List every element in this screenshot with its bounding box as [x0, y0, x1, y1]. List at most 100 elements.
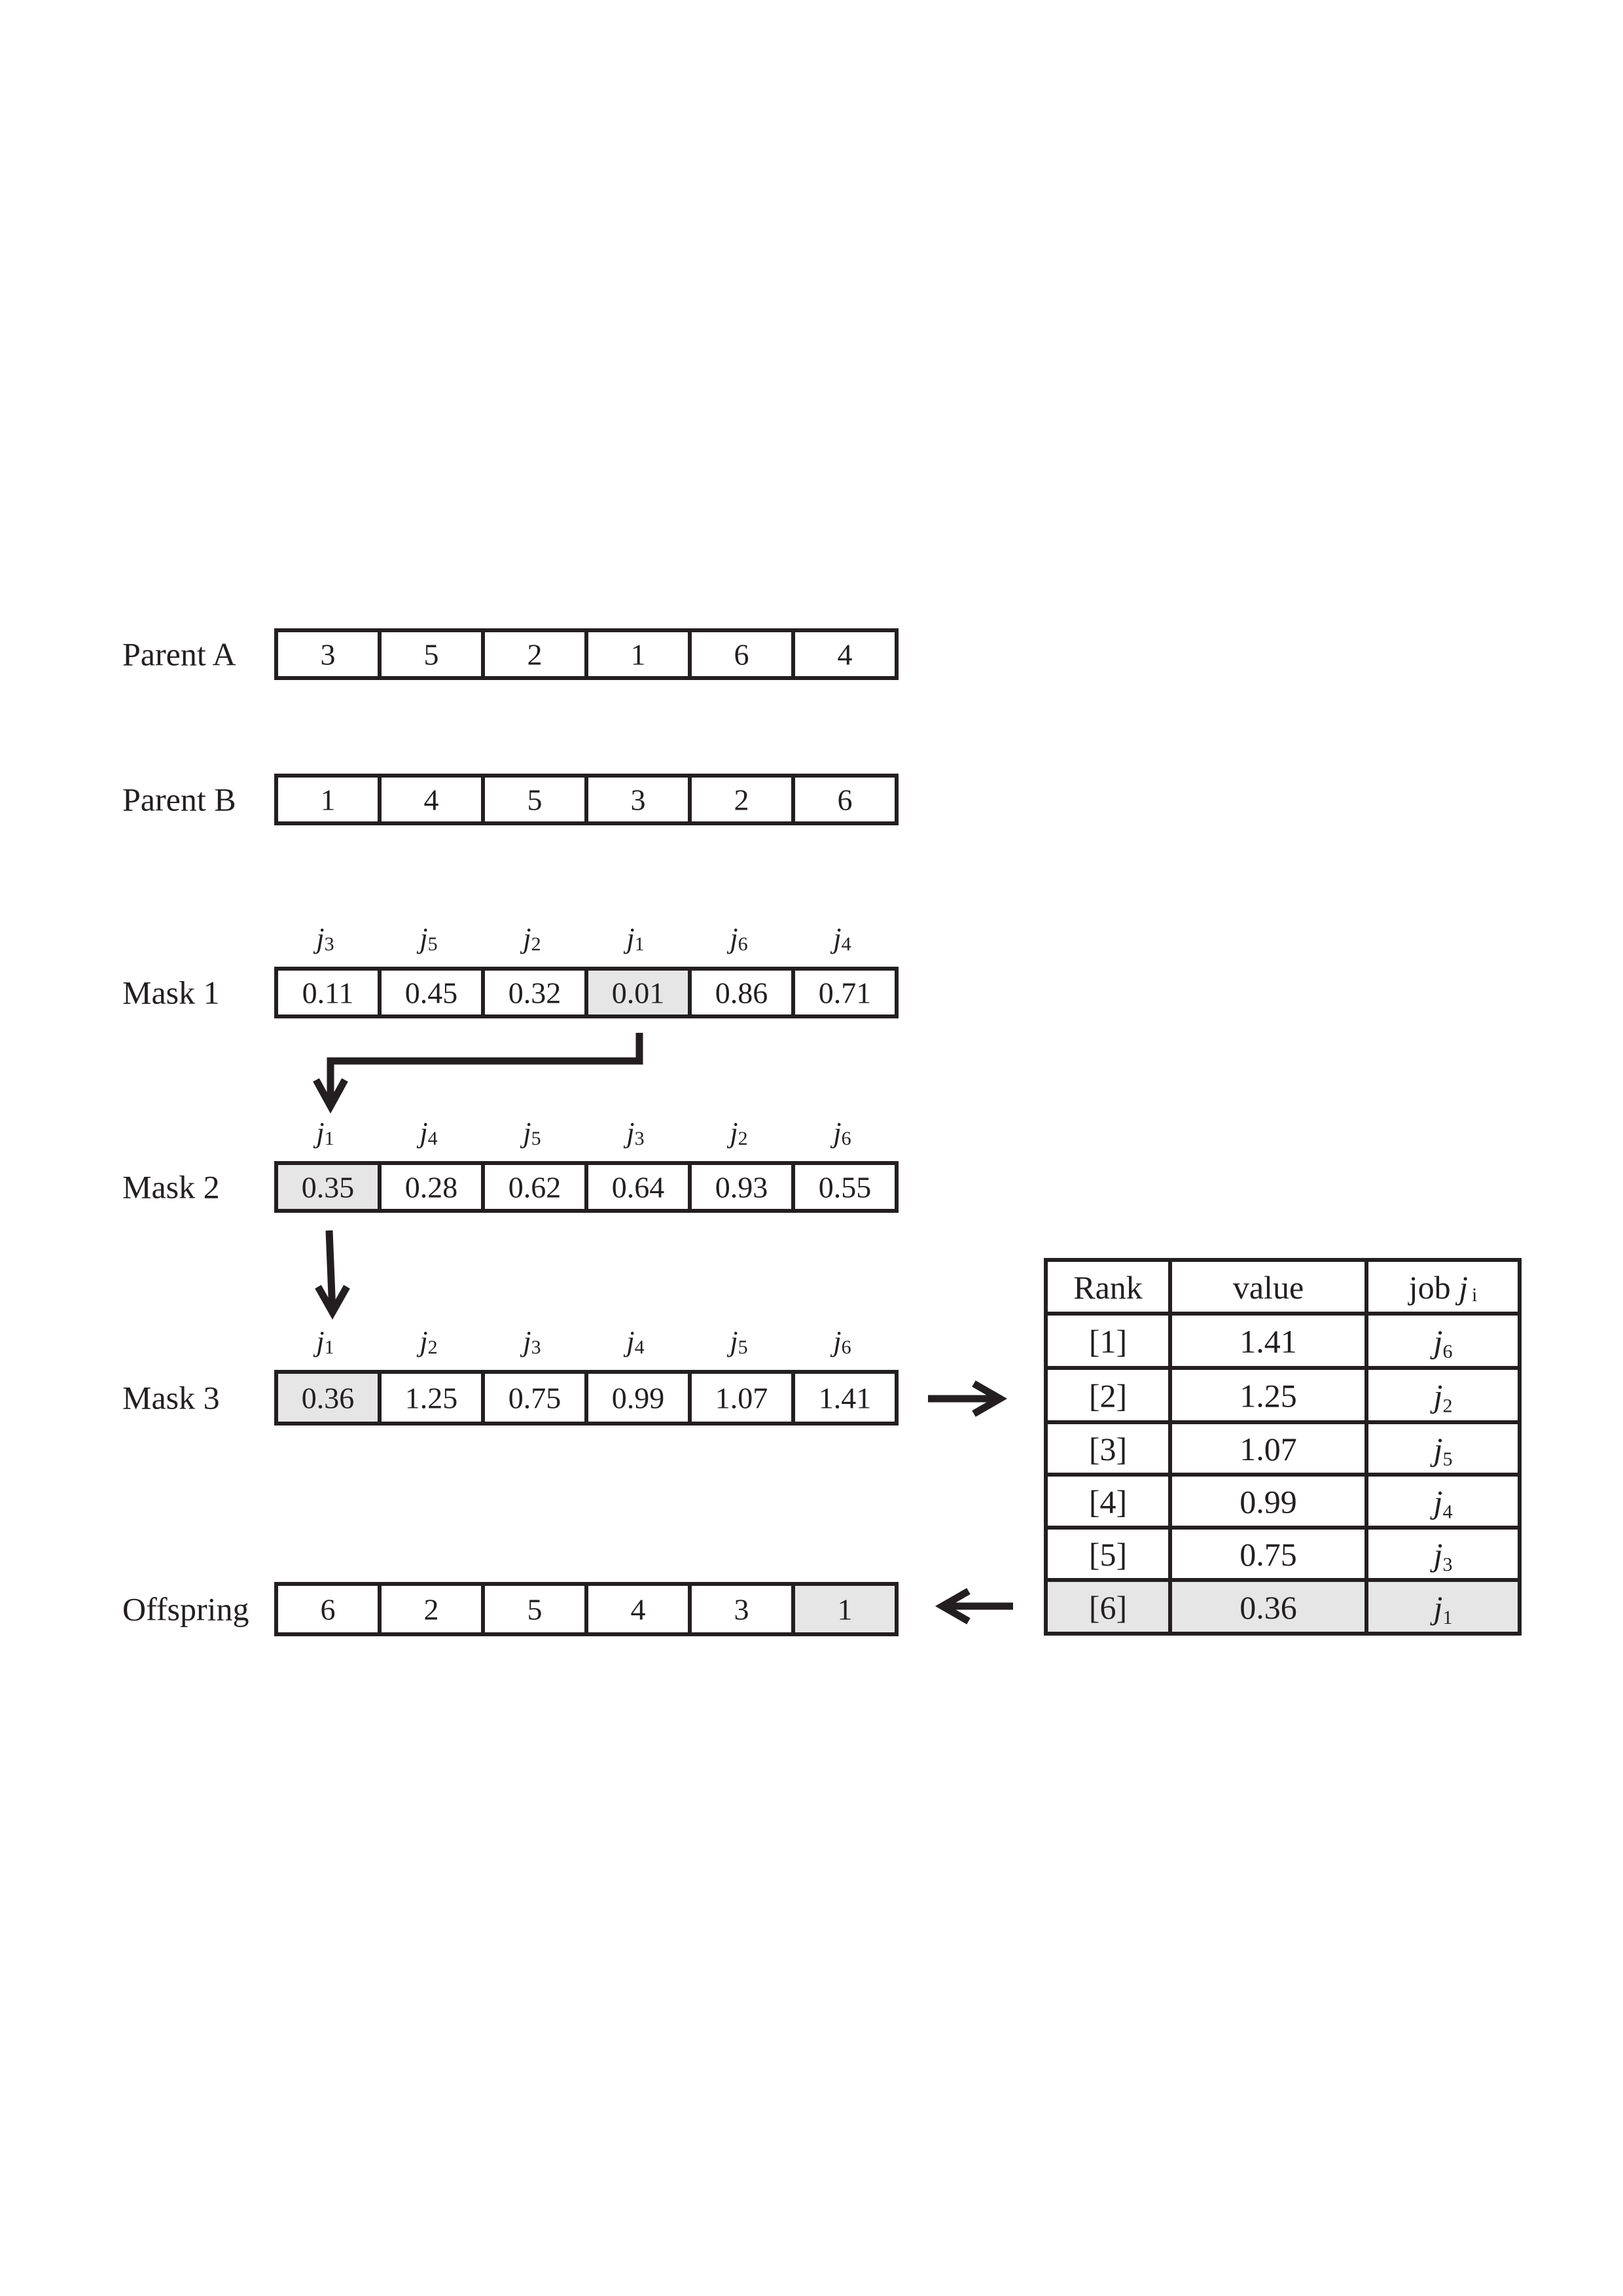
table-header-cell: value	[1233, 1269, 1304, 1306]
job-cell: j4	[1430, 1484, 1453, 1523]
arrow-mask2-to-mask3	[325, 1230, 336, 1313]
gene-cell	[688, 1582, 795, 1636]
gene-value: 4	[631, 1593, 646, 1626]
gene-cell	[481, 774, 588, 825]
row-label: Mask 3	[122, 1380, 220, 1416]
gene-value: 3	[321, 638, 336, 672]
job-label: j3	[520, 1325, 541, 1358]
gene-cell	[688, 628, 795, 680]
rank-cell: [2]	[1089, 1378, 1127, 1414]
gene-cell	[274, 774, 382, 825]
job-cell: j6	[1430, 1323, 1453, 1363]
row-label: Parent B	[122, 781, 236, 818]
gene-cell	[688, 1161, 795, 1213]
arrow-head-mask2-to-mask3	[315, 1285, 350, 1320]
gene-value: 4	[424, 783, 439, 817]
value-cell: 1.41	[1240, 1323, 1297, 1360]
gene-cell	[481, 1370, 588, 1426]
gene-cell	[274, 628, 382, 680]
gene-value: 0.32	[508, 977, 562, 1010]
arrow-head-mask3-to-table	[972, 1380, 1008, 1417]
table-header-cell: Rank	[1073, 1269, 1143, 1306]
job-label: j2	[520, 922, 541, 955]
gene-cell	[791, 774, 899, 825]
job-label: j1	[313, 1325, 334, 1358]
gene-value: 0.11	[302, 977, 354, 1010]
arrow-mask1-to-mask2	[327, 1033, 643, 1106]
job-label: j3	[313, 922, 334, 955]
gene-value: 0.45	[405, 977, 458, 1010]
row-label: Mask 2	[122, 1169, 220, 1206]
job-cell: j2	[1430, 1378, 1453, 1417]
gene-value: 0.86	[715, 977, 768, 1010]
job-label: j1	[623, 922, 644, 955]
gene-value: 0.93	[715, 1171, 768, 1204]
job-label: j5	[520, 1117, 541, 1149]
gene-cell	[481, 628, 588, 680]
gene-value: 0.28	[405, 1171, 458, 1204]
arrow-head-mask1-to-mask2	[313, 1078, 348, 1114]
gene-value: 1.41	[819, 1382, 872, 1415]
rank-cell: [4]	[1089, 1484, 1127, 1520]
gene-value: 1	[631, 638, 646, 672]
gene-value: 0.62	[508, 1171, 562, 1204]
arrow-head-table-to-offspring	[935, 1588, 971, 1624]
table-row: [1] 1.41 j6	[1089, 1323, 1453, 1363]
gene-cell	[791, 967, 899, 1018]
gene-cell	[688, 967, 795, 1018]
gene-cell	[274, 1370, 382, 1426]
job-label: j6	[830, 1325, 851, 1358]
job-label: j5	[416, 922, 437, 955]
gene-value: 0.35	[302, 1171, 355, 1204]
job-cell: j5	[1430, 1431, 1453, 1470]
job-label: j2	[726, 1117, 747, 1149]
value-cell: 0.36	[1240, 1589, 1297, 1626]
gene-value: 5	[424, 638, 439, 672]
gene-cell	[584, 967, 692, 1018]
arrows	[313, 1033, 1013, 1624]
rank-cell: [6]	[1089, 1589, 1127, 1626]
gene-cell	[791, 628, 899, 680]
gene-value: 0.01	[612, 977, 665, 1010]
gene-cell	[274, 1161, 382, 1213]
gene-cell	[791, 1161, 899, 1213]
value-cell: 0.75	[1240, 1536, 1297, 1573]
gene-value: 5	[527, 1593, 543, 1626]
job-label: j3	[623, 1117, 644, 1149]
gene-value: 0.64	[612, 1171, 665, 1204]
gene-value: 6	[838, 783, 853, 817]
table-row: [4] 0.99 j4	[1089, 1484, 1453, 1523]
job-label: j4	[623, 1325, 644, 1358]
rank-cell: [1]	[1089, 1323, 1127, 1360]
value-cell: 1.07	[1240, 1431, 1297, 1467]
gene-value: 3	[734, 1593, 749, 1626]
job-label: j1	[313, 1117, 334, 1149]
gene-value: 1.07	[715, 1382, 768, 1415]
gene-value: 2	[527, 638, 543, 672]
value-cell: 0.99	[1240, 1484, 1297, 1520]
gene-value: 0.99	[612, 1382, 665, 1415]
gene-cell	[378, 1161, 485, 1213]
gene-cell	[378, 774, 485, 825]
gene-value: 2	[424, 1593, 439, 1626]
gene-value: 3	[631, 783, 646, 817]
table-row-highlight	[1046, 1580, 1520, 1634]
gene-cell	[584, 1370, 692, 1426]
value-cell: 1.25	[1240, 1378, 1297, 1414]
gene-value: 0.75	[508, 1382, 562, 1415]
gene-value: 0.55	[819, 1171, 872, 1204]
job-label: j4	[416, 1117, 437, 1149]
row-label: Parent A	[122, 636, 236, 673]
